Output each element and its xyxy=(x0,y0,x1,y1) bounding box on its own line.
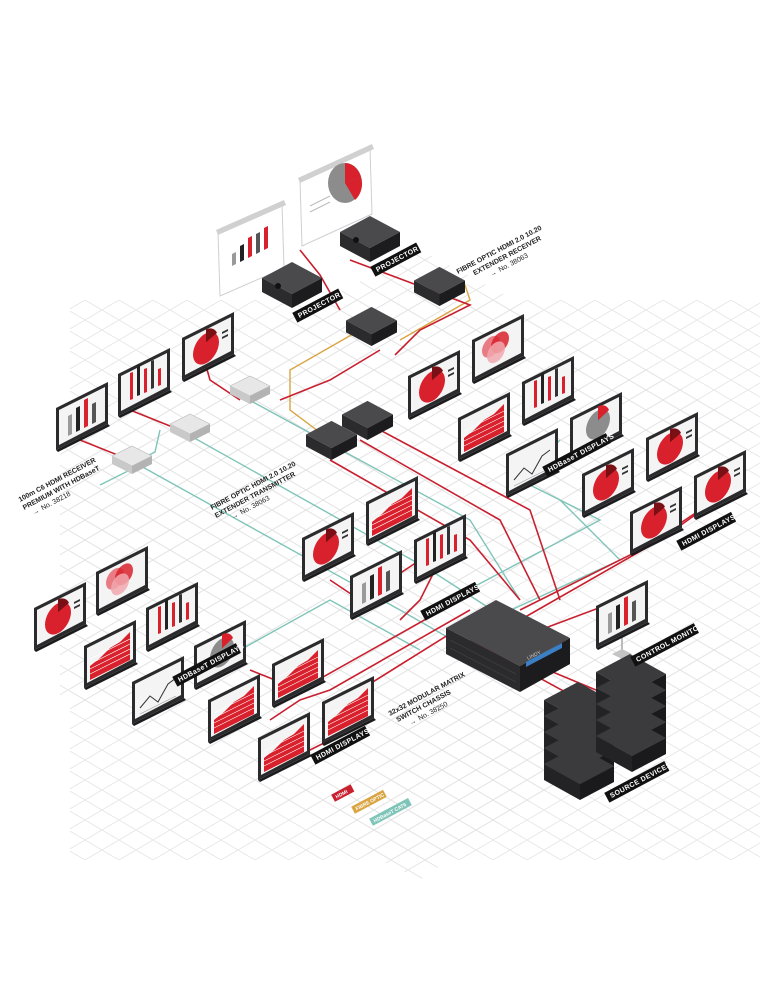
projection-screen-right xyxy=(298,144,374,247)
legend-hdmi: HDMI xyxy=(331,784,355,802)
arrow-icon: → xyxy=(489,269,498,278)
projector-left xyxy=(262,262,322,308)
arrow-icon: → xyxy=(408,718,417,727)
projector-right xyxy=(340,216,400,262)
arrow-icon: → xyxy=(230,512,239,521)
matrix-switch-chassis: LINDY xyxy=(446,600,570,692)
projection-screen-left xyxy=(216,200,286,297)
source-devices-rack-right xyxy=(596,654,666,772)
arrow-icon: → xyxy=(31,507,40,516)
svg-text:HDMI: HDMI xyxy=(335,789,350,801)
